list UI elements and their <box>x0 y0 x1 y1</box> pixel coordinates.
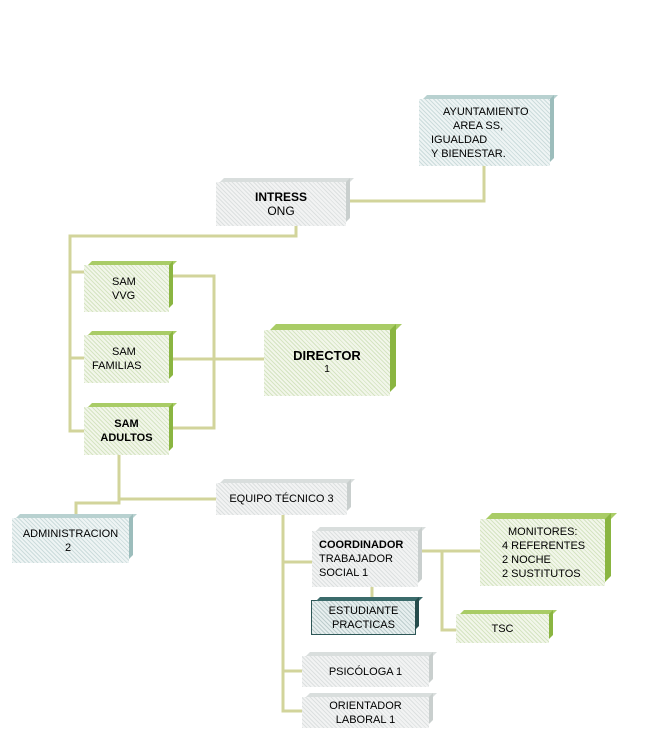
tsc-label: TSC <box>491 622 514 635</box>
connector-vvg-director <box>169 274 216 430</box>
node-director: DIRECTOR 1 <box>264 330 390 396</box>
intress-subtitle: ONG <box>267 204 295 218</box>
orientador-line-1: ORIENTADOR <box>329 699 402 712</box>
coordinador-title: COORDINADOR <box>319 539 404 551</box>
connector-equipo-staff <box>281 515 302 713</box>
node-psicologa: PSICÓLOGA 1 <box>302 656 429 687</box>
connector-ayuntamiento-intress <box>346 166 486 203</box>
sam-vvg-line-2: VVG <box>112 289 136 302</box>
sam-familias-line-1: SAM <box>112 346 136 358</box>
monitores-line-2: 4 REFERENTES <box>502 539 586 552</box>
node-intress: INTRESS ONG <box>216 182 346 226</box>
connector-coordinador-tsc <box>440 551 456 632</box>
ayuntamiento-line-1: AYUNTAMIENTO <box>443 105 529 118</box>
coordinador-line-2: SOCIAL 1 <box>319 567 369 579</box>
psicologa-label: PSICÓLOGA 1 <box>328 665 403 678</box>
director-subtitle: 1 <box>324 364 330 375</box>
connector-intress-spine <box>68 225 298 433</box>
sam-vvg-line-1: SAM <box>112 275 136 288</box>
director-title: DIRECTOR <box>293 348 361 363</box>
administracion-line-1: ADMINISTRACION <box>22 527 119 540</box>
monitores-line-3: 2 NOCHE <box>502 553 551 566</box>
sam-adultos-line-1: SAM <box>114 418 139 430</box>
estudiante-line-2: PRACTICAS <box>332 618 395 631</box>
sam-adultos-line-2: ADULTOS <box>100 432 153 444</box>
node-administracion: ADMINISTRACION 2 <box>12 518 129 563</box>
node-sam-familias: SAM FAMILIAS <box>84 335 169 383</box>
coordinador-line-1: TRABAJADOR <box>319 553 393 565</box>
intress-title: INTRESS <box>254 190 307 204</box>
ayuntamiento-line-4: Y BIENESTAR. <box>431 147 506 160</box>
node-tsc: TSC <box>456 614 549 643</box>
monitores-line-4: 2 SUSTITUTOS <box>502 567 581 580</box>
node-sam-adultos: SAM ADULTOS <box>84 407 169 455</box>
ayuntamiento-line-2: AREA SS, <box>453 119 504 132</box>
orientador-line-2: LABORAL 1 <box>335 713 396 726</box>
estudiante-line-1: ESTUDIANTE <box>328 604 399 617</box>
administracion-line-2: 2 <box>65 541 72 554</box>
node-sam-vvg: SAM VVG <box>84 265 169 312</box>
node-equipo-tecnico: EQUIPO TÉCNICO 3 <box>216 483 347 515</box>
node-coordinador: COORDINADOR TRABAJADOR SOCIAL 1 <box>312 531 418 587</box>
node-ayuntamiento: AYUNTAMIENTO AREA SS, IGUALDAD Y BIENEST… <box>419 99 550 166</box>
node-orientador: ORIENTADOR LABORAL 1 <box>302 697 429 728</box>
node-monitores: MONITORES: 4 REFERENTES 2 NOCHE 2 SUSTIT… <box>480 519 605 586</box>
node-estudiante: ESTUDIANTE PRACTICAS <box>311 600 416 635</box>
monitores-line-1: MONITORES: <box>508 525 578 538</box>
sam-familias-line-2: FAMILIAS <box>92 360 142 372</box>
connector-adultos-admin <box>74 455 121 516</box>
equipo-tecnico-label: EQUIPO TÉCNICO 3 <box>229 493 334 505</box>
ayuntamiento-line-3: IGUALDAD <box>431 133 488 146</box>
